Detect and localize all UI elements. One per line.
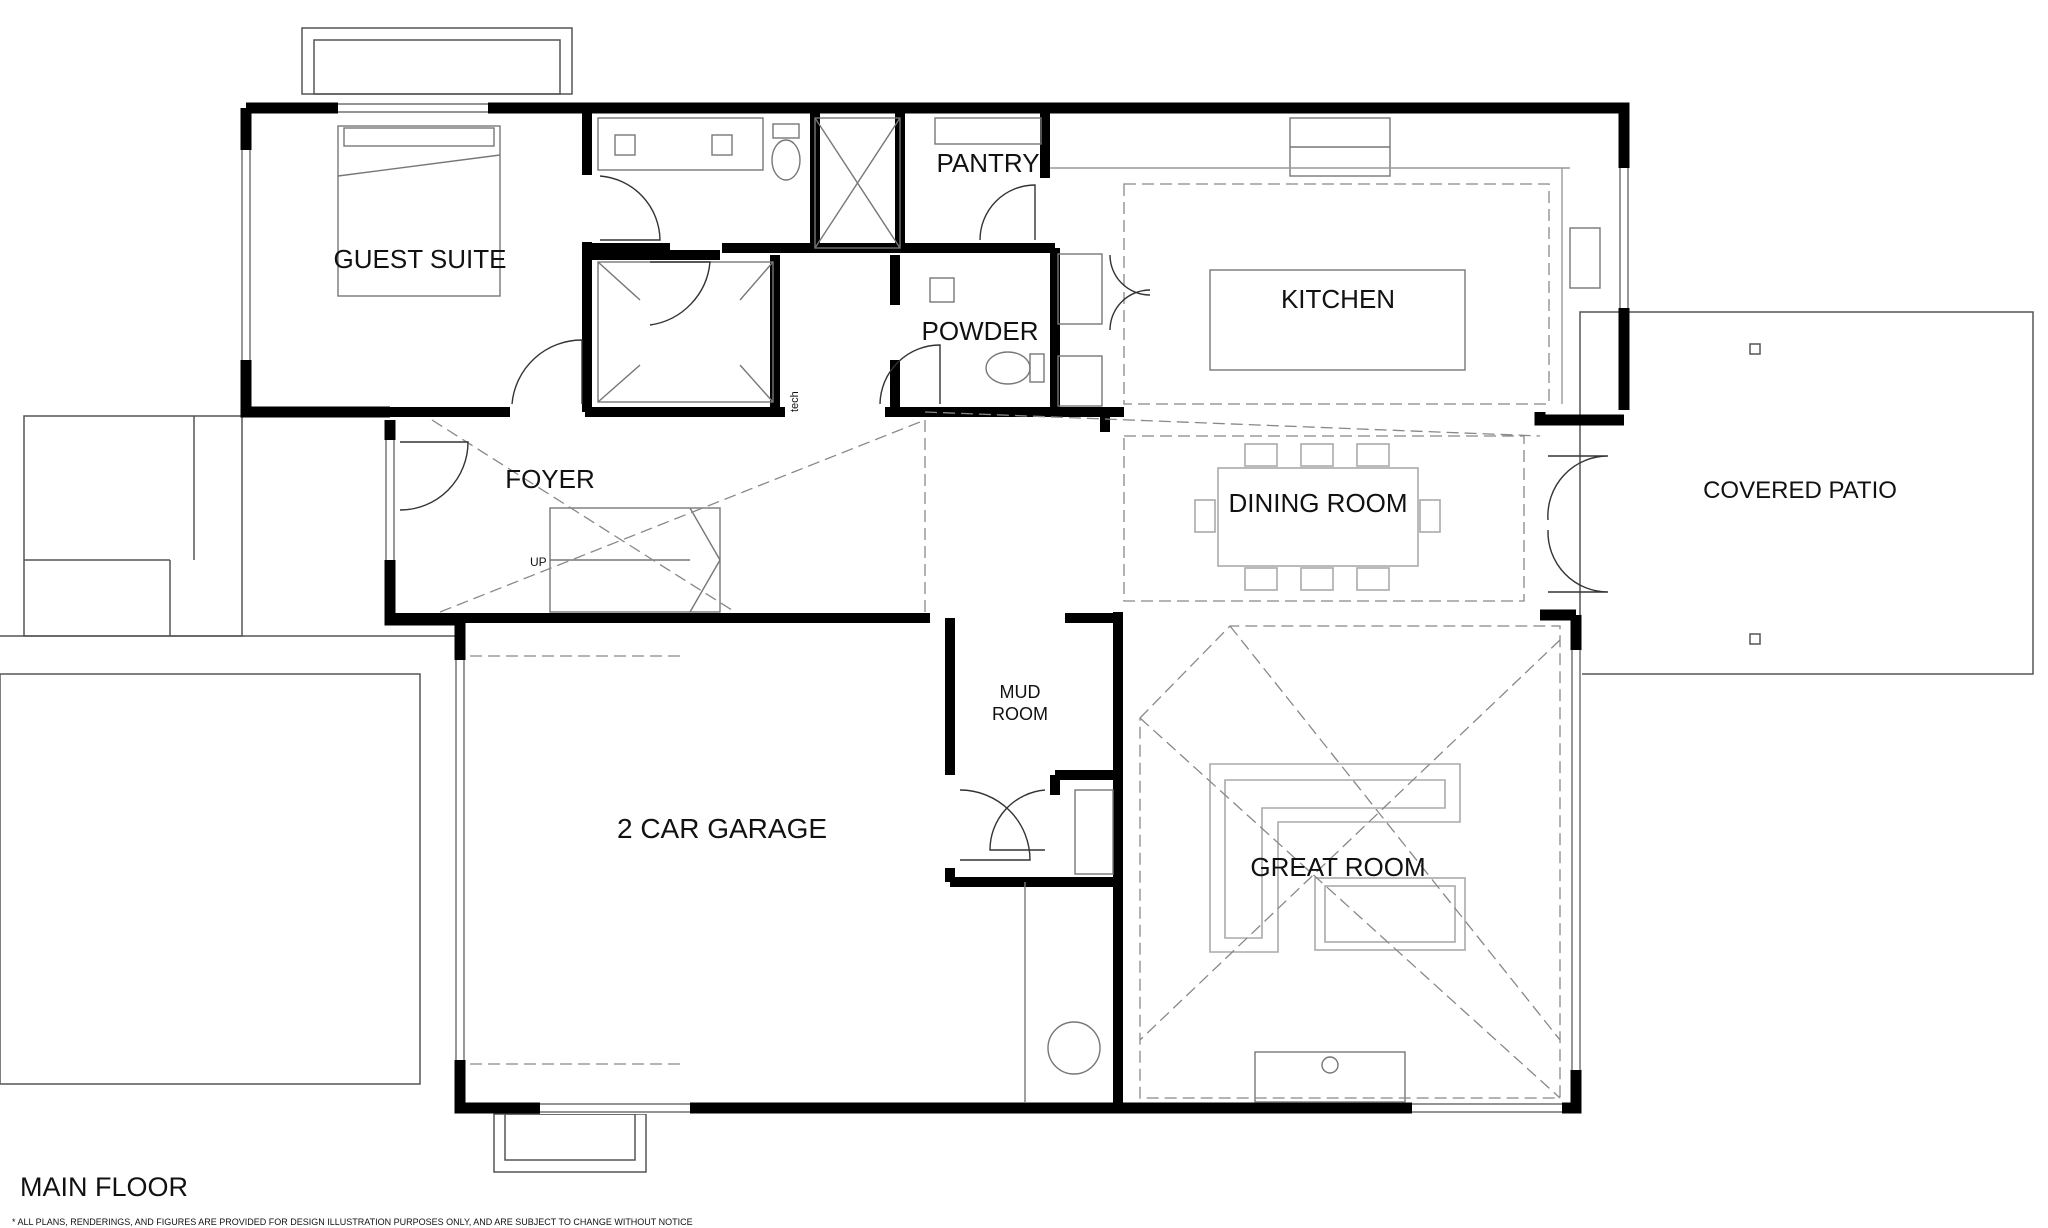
furniture	[1194, 443, 1466, 953]
mud-bench	[1074, 789, 1114, 875]
door-powder	[879, 344, 941, 405]
site-elements	[0, 27, 2034, 1173]
disclaimer-note: * ALL PLANS, RENDERINGS, AND FIGURES ARE…	[12, 1217, 693, 1227]
label-mud-room-2: ROOM	[992, 704, 1048, 724]
label-tech: tech	[789, 391, 801, 412]
wall-garage-west	[384, 420, 1130, 1114]
room-labels: GUEST SUITE PANTRY KITCHEN POWDER FOYER …	[334, 148, 1897, 882]
door-patio-top	[1547, 455, 1609, 521]
windows	[240, 102, 1630, 1114]
kitchen-sink	[1569, 227, 1601, 289]
sectional-sofa	[1209, 763, 1461, 953]
garden-box-bottom-inner	[504, 1113, 636, 1161]
vanity-counter	[597, 117, 764, 171]
label-foyer: FOYER	[505, 464, 595, 494]
ceiling-lines	[431, 183, 1561, 1099]
door-garage	[989, 789, 1046, 851]
toilet-upper	[771, 139, 801, 181]
label-covered-patio: COVERED PATIO	[1703, 477, 1897, 504]
coffee-table	[1314, 877, 1466, 951]
label-dining-room: DINING ROOM	[1228, 488, 1407, 518]
pantry-shelf	[934, 117, 1042, 145]
fireplace	[1254, 1051, 1406, 1103]
covered-patio-outline	[1579, 311, 2034, 675]
door-pantry	[979, 184, 1036, 241]
shower	[814, 117, 901, 249]
toilet-powder	[985, 351, 1031, 385]
door-guest	[511, 339, 583, 405]
door-bath	[599, 175, 661, 241]
garden-box-top	[301, 27, 573, 95]
garden-box-top-inner	[313, 39, 561, 95]
label-kitchen: KITCHEN	[1281, 284, 1395, 314]
water-heater	[1047, 1021, 1101, 1075]
fridge	[1057, 253, 1103, 325]
wall-patio-jog-top	[1534, 412, 1624, 426]
label-powder: POWDER	[922, 316, 1039, 346]
label-pantry: PANTRY	[936, 148, 1039, 178]
side-planters	[23, 415, 243, 637]
driveway	[0, 673, 421, 1085]
sink-2	[711, 134, 733, 156]
patio-post-top	[1749, 343, 1761, 355]
closet-shelf	[597, 261, 774, 403]
sink-1	[614, 134, 636, 156]
fixtures	[337, 117, 1601, 1103]
guest-bed	[337, 125, 501, 297]
oven	[1057, 355, 1103, 407]
door-closet-kitchen	[1109, 254, 1151, 296]
door-swings	[399, 175, 1609, 861]
door-entry	[399, 441, 469, 511]
label-great-room: GREAT ROOM	[1250, 852, 1425, 882]
label-stair-up: UP	[530, 555, 547, 569]
garden-box-bottom	[493, 1113, 647, 1173]
wall-north-east	[246, 102, 1630, 410]
label-mud-room-1: MUD	[1000, 682, 1041, 702]
dining-table	[1217, 467, 1419, 567]
door-mud	[959, 789, 1031, 861]
patio-post-bottom	[1749, 633, 1761, 645]
plan-title: MAIN FLOOR	[20, 1172, 189, 1202]
door-patio-bottom	[1547, 529, 1609, 593]
door-closet	[649, 261, 711, 326]
powder-sink	[929, 277, 955, 303]
kitchen-island	[1209, 269, 1466, 371]
label-garage: 2 CAR GARAGE	[617, 813, 827, 844]
label-guest-suite: GUEST SUITE	[334, 244, 507, 274]
